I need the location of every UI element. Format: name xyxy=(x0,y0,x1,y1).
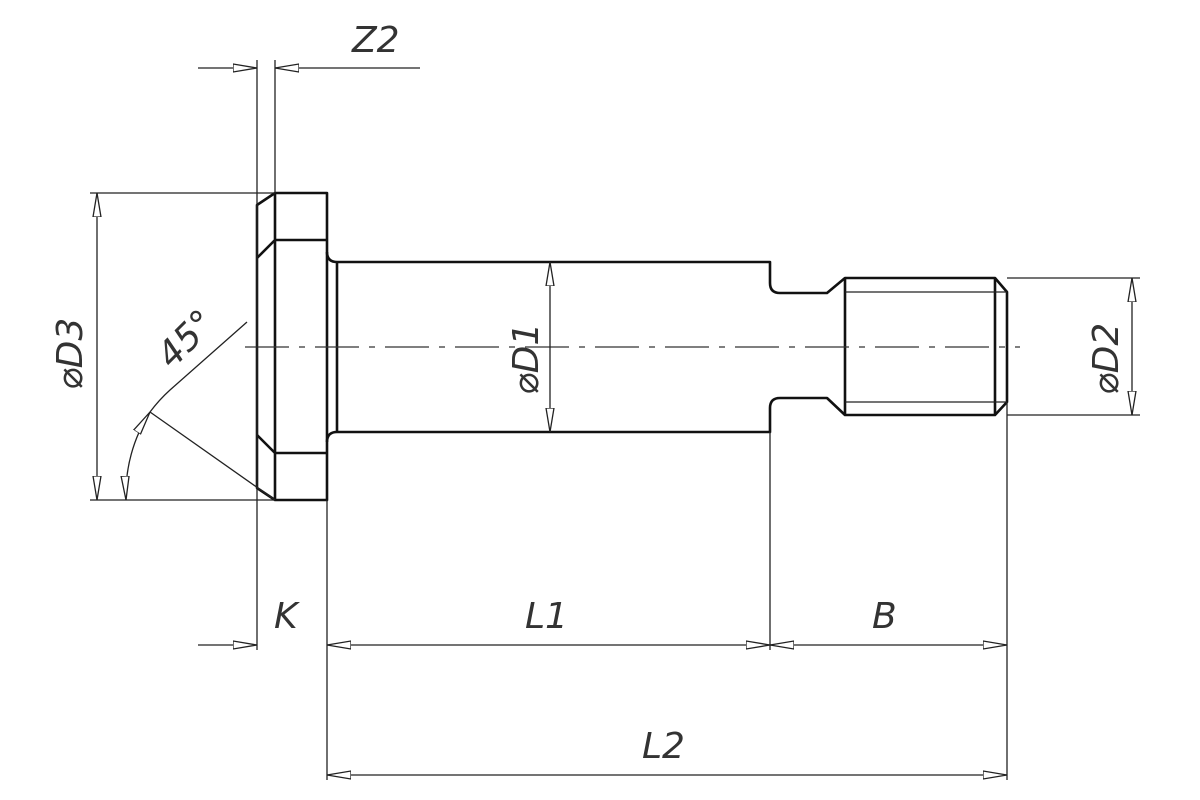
screw-outline xyxy=(245,191,1020,502)
extension-lines xyxy=(90,60,1140,780)
label-d1: ⌀D1 xyxy=(506,323,547,395)
label-b: B xyxy=(872,596,897,637)
dimension-l2: L2 xyxy=(327,726,1007,775)
dimension-k: K xyxy=(198,596,300,645)
label-z2: Z2 xyxy=(351,20,400,61)
dimension-b: B xyxy=(770,596,1007,645)
dimension-z2: Z2 xyxy=(198,20,420,68)
dimension-d3: ⌀D3 xyxy=(50,193,97,500)
label-l2: L2 xyxy=(642,726,685,767)
thread-minor-lines xyxy=(845,291,1007,403)
dimension-l1: L1 xyxy=(327,596,770,645)
label-angle: 45° xyxy=(149,302,223,376)
dimension-d2: ⌀D2 xyxy=(1086,278,1132,415)
label-l1: L1 xyxy=(525,596,568,637)
label-k: K xyxy=(274,596,300,637)
label-d2: ⌀D2 xyxy=(1086,323,1127,395)
dimension-d1: ⌀D1 xyxy=(506,262,550,432)
shaft-outline xyxy=(325,251,1009,443)
dimension-angle: 45° xyxy=(126,302,276,501)
label-d3: ⌀D3 xyxy=(50,318,91,390)
